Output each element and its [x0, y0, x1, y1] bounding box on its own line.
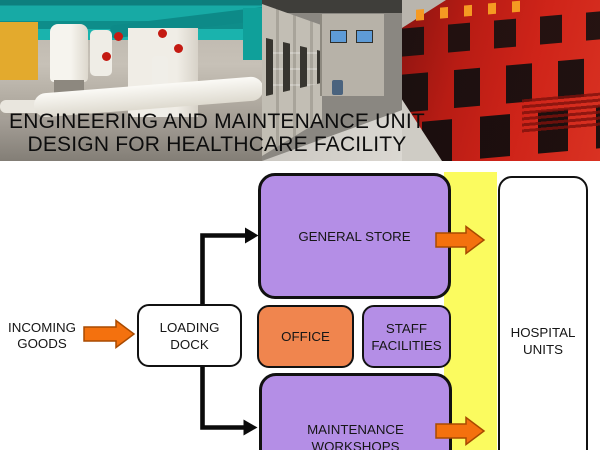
white-tank-small	[90, 30, 112, 76]
flow-arrow-incoming-goods-icon	[83, 319, 136, 349]
general-store-label: GENERAL STORE	[298, 228, 411, 244]
panel-screen-icon	[330, 30, 347, 43]
panel-screen-icon	[356, 30, 373, 43]
red-switchboard-photo	[402, 0, 600, 161]
yellow-wall	[0, 22, 38, 80]
corridor-strip	[444, 172, 497, 450]
incoming-goods-line1: INCOMING	[8, 320, 76, 335]
back-panel	[320, 14, 384, 96]
red-valve-icon	[174, 44, 183, 53]
connector-dock-to-workshops	[200, 367, 246, 430]
white-tank	[50, 24, 88, 82]
hospital-units-label: HOSPITAL UNITS	[511, 324, 576, 358]
connector-arrowhead-icon	[245, 227, 259, 244]
maintenance-line2: WORKSHOPS	[311, 438, 400, 450]
teal-machine	[243, 8, 262, 60]
title-line-2: DESIGN FOR HEALTHCARE FACILITY	[27, 132, 407, 156]
office-label: OFFICE	[281, 329, 330, 344]
room-maintenance-workshops: MAINTENANCE WORKSHOPS	[259, 373, 452, 450]
connector-dock-to-store	[200, 233, 248, 304]
staff-facilities-label: STAFF FACILITIES	[371, 320, 441, 354]
loading-dock-label: LOADING DOCK	[160, 319, 220, 353]
red-valve-icon	[102, 52, 111, 61]
dark-ceiling	[262, 0, 402, 13]
hospital-units-line2: UNITS	[523, 342, 563, 357]
loading-dock-line1: LOADING	[159, 319, 220, 335]
incoming-goods-line2: GOODS	[17, 335, 67, 351]
maintenance-workshops-label: MAINTENANCE WORKSHOPS	[307, 421, 404, 450]
room-hospital-units: HOSPITAL UNITS	[498, 176, 588, 450]
hospital-units-line1: HOSPITAL	[510, 325, 576, 340]
plant-room-photo	[0, 0, 262, 161]
title-line-1: ENGINEERING AND MAINTENANCE UNIT	[9, 110, 425, 133]
room-general-store: GENERAL STORE	[258, 173, 451, 299]
vent-grille	[522, 92, 600, 134]
maintenance-line1: MAINTENANCE	[307, 421, 404, 437]
gray-switchgear-photo	[262, 0, 402, 161]
staff-facilities-line2: FACILITIES	[371, 337, 442, 353]
photo-banner	[0, 0, 600, 161]
red-valve-icon	[114, 32, 123, 41]
concrete-floor	[0, 117, 262, 161]
room-office: OFFICE	[257, 305, 354, 368]
room-staff-facilities: STAFF FACILITIES	[362, 305, 451, 368]
room-loading-dock: LOADING DOCK	[137, 304, 242, 367]
connector-arrowhead-icon	[243, 419, 258, 436]
red-valve-icon	[158, 29, 167, 38]
staff-facilities-line1: STAFF	[385, 320, 428, 336]
slide-title: ENGINEERING AND MAINTENANCE UNIT DESIGN …	[0, 110, 434, 156]
incoming-goods-label: INCOMING GOODS	[0, 320, 84, 351]
chair	[332, 80, 343, 95]
loading-dock-line2: DOCK	[170, 336, 209, 352]
